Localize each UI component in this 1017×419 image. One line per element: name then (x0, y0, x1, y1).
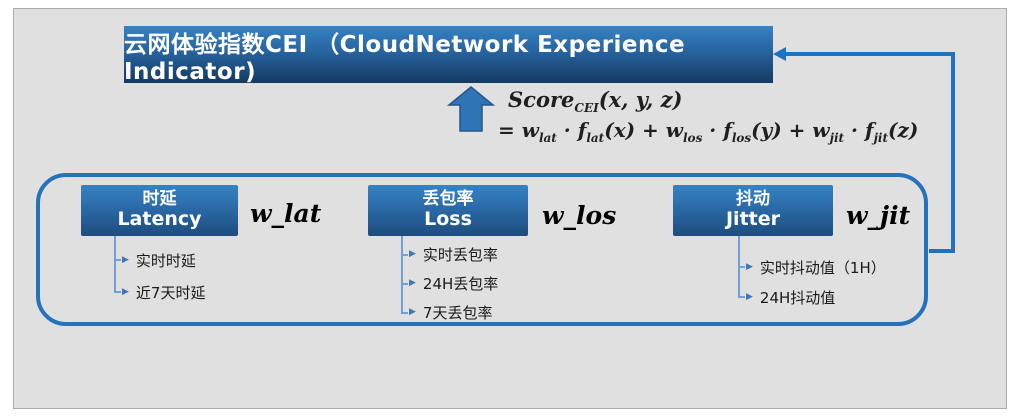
branch-arrow-icon: ▶ (409, 249, 416, 259)
latency-name-en: Latency (117, 208, 202, 231)
branch-line (401, 311, 408, 314)
score-formula: ScoreCEI(x, y, z) = wlat · flat(x) + wlo… (498, 87, 918, 147)
latency-item-label: 近7天时延 (135, 283, 206, 302)
formula-token: CEI (574, 101, 599, 115)
latency-weight: w_lat (250, 199, 322, 228)
formula-token: · (702, 118, 724, 142)
slide-canvas: 云网体验指数CEI （CloudNetwork Experience Indic… (13, 8, 1007, 409)
formula-token: w (665, 118, 683, 142)
branch-arrow-icon: ▶ (746, 261, 753, 272)
formula-token: (x) + (604, 118, 666, 142)
title-box: 云网体验指数CEI （CloudNetwork Experience Indic… (124, 26, 773, 85)
loss-item-label: 实时丢包率 (422, 246, 498, 264)
branch-arrow-icon: ▶ (409, 278, 416, 288)
branch-arrow-icon: ▶ (122, 286, 129, 297)
formula-token: w (812, 118, 830, 142)
loss-item-label: 24H丢包率 (422, 275, 499, 293)
loss-item-list: ▶ 实时丢包率 ▶ 24H丢包率 ▶ 7天丢包率 (401, 236, 498, 327)
up-arrow-icon (446, 86, 496, 132)
tree-line (401, 236, 403, 313)
formula-token: jit (873, 131, 889, 145)
formula-line-1: ScoreCEI(x, y, z) (498, 87, 918, 116)
branch-arrow-icon: ▶ (409, 307, 416, 317)
branch-line (401, 253, 408, 256)
jitter-item-list: ▶ 实时抖动值（1H） ▶ 24H抖动值 (738, 236, 886, 312)
formula-token: · (556, 118, 578, 142)
latency-box: 时延 Latency (81, 185, 238, 236)
jitter-name-cn: 抖动 (736, 188, 770, 209)
formula-token: los (683, 131, 703, 145)
branch-line (401, 282, 408, 285)
formula-token: los (731, 131, 752, 145)
jitter-weight: w_jit (846, 201, 911, 230)
latency-name-cn: 时延 (142, 188, 177, 209)
formula-token: (x, y, z) (598, 87, 683, 112)
formula-token: jit (829, 131, 845, 145)
loss-weight: w_los (542, 201, 617, 230)
branch-line (738, 296, 745, 298)
loss-name-en: Loss (424, 208, 472, 231)
formula-token: w (521, 118, 539, 142)
formula-token: lat (538, 131, 557, 145)
loss-name-cn: 丢包率 (422, 188, 474, 209)
branch-line (738, 266, 745, 268)
list-item: ▶ 实时丢包率 (401, 240, 498, 269)
list-item: ▶ 实时时延 (114, 244, 205, 276)
jitter-name-en: Jitter (725, 208, 780, 231)
formula-token: f (723, 118, 732, 142)
formula-token: f (577, 118, 587, 142)
list-item: ▶ 24H丢包率 (401, 269, 498, 298)
latency-item-list: ▶ 实时时延 ▶ 近7天时延 (114, 236, 205, 308)
formula-token: · (844, 118, 865, 142)
jitter-box: 抖动 Jitter (673, 185, 833, 236)
branch-arrow-icon: ▶ (746, 291, 753, 302)
formula-token: = (498, 118, 522, 142)
metrics-container (36, 173, 928, 326)
latency-item-label: 实时时延 (135, 251, 196, 270)
formula-line-2: = wlat · flat(x) + wlos · flos(y) + wjit… (498, 116, 918, 147)
tree-line (114, 236, 116, 292)
formula-token: Score (508, 87, 575, 112)
branch-line (114, 291, 121, 293)
jitter-item-label: 实时抖动值（1H） (759, 258, 886, 277)
formula-token: lat (586, 131, 605, 145)
list-item: ▶ 24H抖动值 (738, 282, 886, 312)
formula-token: (y) + (751, 118, 813, 142)
list-item: ▶ 近7天时延 (114, 276, 205, 308)
list-item: ▶ 7天丢包率 (401, 298, 498, 327)
branch-line (114, 259, 121, 261)
formula-token: (z) (888, 118, 919, 142)
formula-token: f (864, 118, 874, 142)
jitter-item-label: 24H抖动值 (759, 288, 836, 307)
list-item: ▶ 实时抖动值（1H） (738, 252, 886, 282)
branch-arrow-icon: ▶ (122, 254, 129, 265)
page-title: 云网体验指数CEI （CloudNetwork Experience Indic… (124, 31, 686, 85)
loss-box: 丢包率 Loss (368, 185, 528, 236)
loss-item-label: 7天丢包率 (422, 304, 493, 322)
